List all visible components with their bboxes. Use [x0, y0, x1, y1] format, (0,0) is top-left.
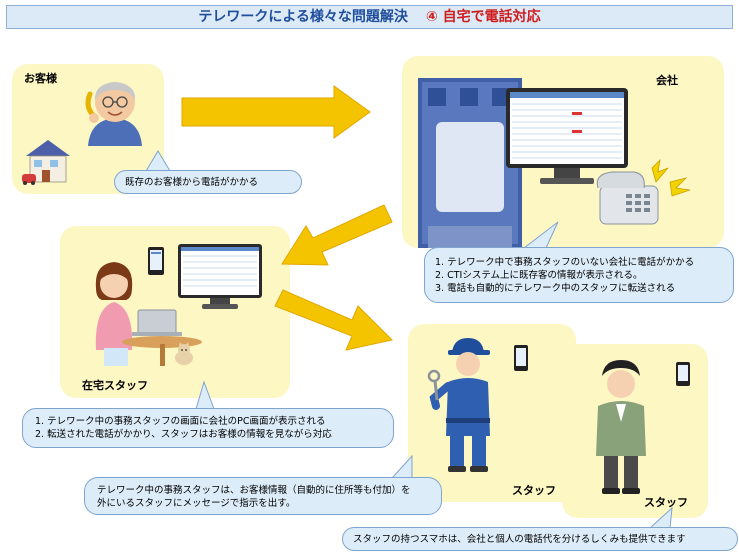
- company-label: 会社: [656, 74, 678, 87]
- office-man-icon: [596, 360, 646, 494]
- callout-line: 2. 転送された電話がかかり、スタッフはお客様の情報を見ながら対応: [35, 429, 332, 440]
- callout-line: 1. テレワーク中の事務スタッフの画面に会社のPC画面が表示される: [35, 416, 326, 427]
- title-bar: テレワークによる様々な問題解決 ④ 自宅で電話対応: [6, 5, 733, 29]
- home-staff-callout: 1. テレワーク中の事務スタッフの画面に会社のPC画面が表示される 2. 転送さ…: [22, 408, 394, 448]
- callout-line: 3. 電話も自動的にテレワーク中のスタッフに転送される: [435, 283, 676, 294]
- arrow-shape: [281, 204, 393, 266]
- home-monitor-icon: [178, 244, 262, 309]
- smartphone-icon: [676, 362, 690, 386]
- home-staff-label: 在宅スタッフ: [82, 379, 148, 392]
- staff1-callout: テレワーク中の事務スタッフは、お客様情報（自動的に住所等も付加）を 外にいるスタ…: [84, 477, 442, 515]
- cti-monitor-icon: [506, 88, 628, 184]
- callout-line: 外にいるスタッフにメッセージで指示を出す。: [97, 498, 296, 509]
- staff1-label: スタッフ: [512, 484, 556, 497]
- house-icon: [22, 140, 70, 185]
- staff2-callout: スタッフの持つスマホは、会社と個人の電話代を分けるしくみも提供できます: [342, 527, 738, 551]
- callout-line: 2. CTIシステム上に既存客の情報が表示される。: [435, 270, 643, 281]
- page-title: テレワークによる様々な問題解決: [198, 9, 408, 25]
- cat-icon: [175, 342, 193, 365]
- customer-callout: 既存のお客様から電話がかかる: [114, 170, 302, 194]
- arrow-shape: [181, 85, 371, 139]
- callout-line: 1. テレワーク中で事務スタッフのいない会社に電話がかかる: [435, 257, 695, 268]
- callout-text: スタッフの持つスマホは、会社と個人の電話代を分けるしくみも提供できます: [353, 534, 686, 545]
- smartphone-icon: [514, 345, 528, 371]
- arrow-shape: [274, 289, 394, 351]
- callout-text: 既存のお客様から電話がかかる: [125, 177, 259, 188]
- worker-with-wrench-icon: [427, 338, 490, 472]
- staff2-label: スタッフ: [644, 496, 688, 509]
- callout-line: テレワーク中の事務スタッフは、お客様情報（自動的に住所等も付加）を: [97, 485, 411, 496]
- staff1-panel: [408, 324, 576, 502]
- desk-phone-icon: [596, 158, 691, 225]
- page-subtitle: ④ 自宅で電話対応: [425, 9, 541, 25]
- office-building-icon: [418, 78, 522, 248]
- smartphone-icon: [148, 247, 164, 275]
- customer-label: お客様: [24, 72, 57, 85]
- company-callout: 1. テレワーク中で事務スタッフのいない会社に電話がかかる 2. CTIシステム…: [424, 247, 734, 303]
- old-man-on-phone-icon: [85, 82, 142, 146]
